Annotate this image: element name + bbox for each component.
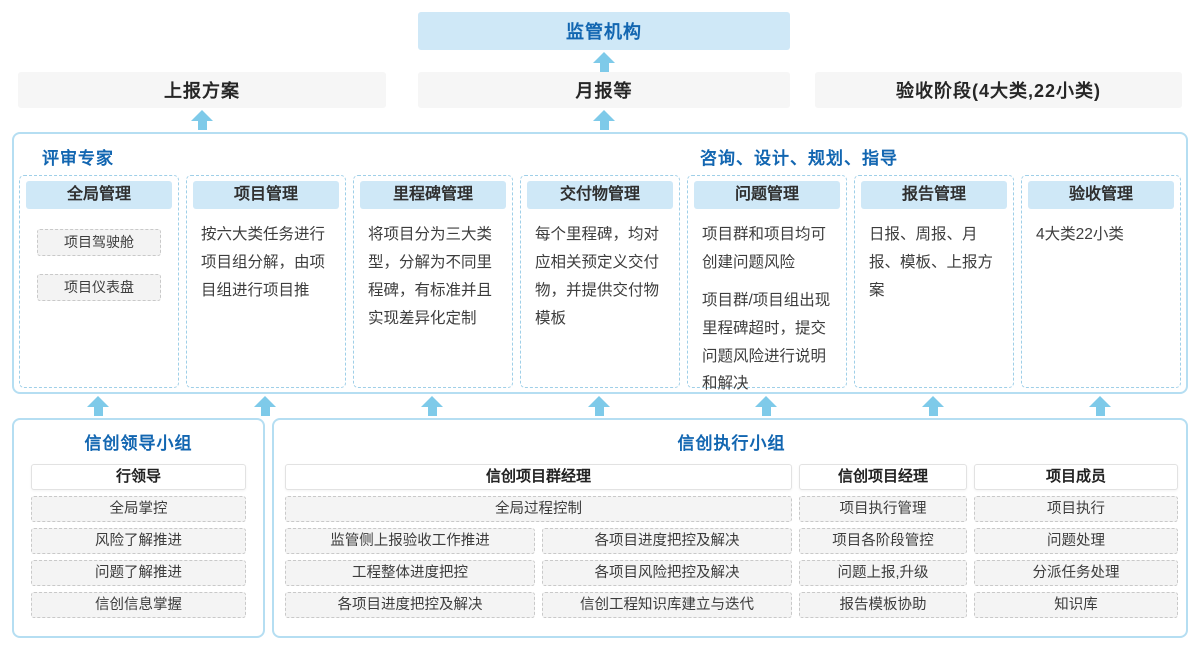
- module-description: 4大类22小类: [1036, 226, 1124, 243]
- task-item: 项目执行: [974, 496, 1178, 522]
- task-item: 项目各阶段管控: [799, 528, 967, 554]
- module-description: 项目群和项目均可创建问题风险: [702, 226, 827, 271]
- task-item: 问题处理: [974, 528, 1178, 554]
- arrow-shaft: [599, 121, 609, 130]
- acceptance-phase-box: 验收阶段(4大类,22小类): [815, 72, 1182, 108]
- leader-task-item: 问题了解推进: [31, 560, 246, 586]
- project-member-section: 项目成员 项目执行 问题处理 分派任务处理 知识库: [974, 464, 1178, 618]
- project-manager-section: 信创项目经理 项目执行管理 项目各阶段管控 问题上报,升级 报告模板协助: [799, 464, 967, 618]
- module-column-milestone: 里程碑管理 将项目分为三大类型，分解为不同里程碑，有标准并且实现差异化定制: [353, 175, 513, 388]
- program-manager-section: 信创项目群经理 全局过程控制 监管侧上报验收工作推进 工程整体进度把控 各项目进…: [285, 464, 792, 618]
- task-item: 各项目进度把控及解决: [542, 528, 792, 554]
- review-experts-title: 评审专家: [42, 149, 114, 168]
- up-arrow: [421, 396, 443, 416]
- task-item: 问题上报,升级: [799, 560, 967, 586]
- module-description: 项目群/项目组出现里程碑超时，提交问题风险进行说明和解决: [702, 291, 831, 393]
- arrow-shaft: [93, 407, 103, 416]
- arrow-head: [593, 110, 615, 121]
- arrow-head: [87, 396, 109, 407]
- module-column-report: 报告管理 日报、周报、月报、模板、上报方案: [854, 175, 1014, 388]
- up-arrow: [87, 396, 109, 416]
- module-column-issue: 问题管理 项目群和项目均可创建问题风险 项目群/项目组出现里程碑超时，提交问题风…: [687, 175, 847, 392]
- task-item: 各项目风险把控及解决: [542, 560, 792, 586]
- up-arrow: [254, 396, 276, 416]
- report-plan-box: 上报方案: [18, 72, 386, 108]
- module-column-deliverable: 交付物管理 每个里程碑，均对应相关预定义交付物，并提供交付物模板: [520, 175, 680, 388]
- module-column-acceptance: 验收管理 4大类22小类: [1021, 175, 1181, 388]
- arrow-head: [588, 396, 610, 407]
- up-arrow: [593, 52, 615, 72]
- task-item: 知识库: [974, 592, 1178, 618]
- project-cockpit-chip: 项目驾驶舱: [37, 229, 161, 256]
- arrow-head: [421, 396, 443, 407]
- module-header: 项目管理: [193, 181, 339, 209]
- monthly-report-box: 月报等: [418, 72, 790, 108]
- execution-panel: 信创执行小组 信创项目群经理 全局过程控制 监管侧上报验收工作推进 工程整体进度…: [272, 418, 1188, 638]
- arrow-shaft: [427, 407, 437, 416]
- modules-row: 全局管理 项目驾驶舱 项目仪表盘 项目管理 按六大类任务进行项目组分解，由项目组…: [19, 175, 1181, 392]
- arrow-head: [755, 396, 777, 407]
- module-column-global: 全局管理 项目驾驶舱 项目仪表盘: [19, 175, 179, 388]
- management-modules-panel: 评审专家 咨询、设计、规划、指导 全局管理 项目驾驶舱 项目仪表盘 项目管理 按…: [12, 132, 1188, 394]
- arrow-shaft: [1095, 407, 1105, 416]
- arrow-head: [1089, 396, 1111, 407]
- module-header: 报告管理: [861, 181, 1007, 209]
- arrow-shaft: [260, 407, 270, 416]
- leader-task-item: 信创信息掌握: [31, 592, 246, 618]
- task-item: 项目执行管理: [799, 496, 967, 522]
- arrow-shaft: [594, 407, 604, 416]
- role-header-project-manager: 信创项目经理: [799, 464, 967, 490]
- task-item: 报告模板协助: [799, 592, 967, 618]
- role-header-bank-leader: 行领导: [31, 464, 246, 490]
- module-column-project: 项目管理 按六大类任务进行项目组分解，由项目组进行项目推: [186, 175, 346, 388]
- module-header: 验收管理: [1028, 181, 1174, 209]
- up-arrow: [191, 110, 213, 130]
- task-item: 分派任务处理: [974, 560, 1178, 586]
- task-item: 工程整体进度把控: [285, 560, 535, 586]
- arrow-shaft: [928, 407, 938, 416]
- role-header-project-member: 项目成员: [974, 464, 1178, 490]
- arrow-shaft: [599, 63, 609, 72]
- up-arrow: [922, 396, 944, 416]
- arrow-head: [593, 52, 615, 63]
- module-header: 问题管理: [694, 181, 840, 209]
- arrow-head: [191, 110, 213, 121]
- arrow-shaft: [761, 407, 771, 416]
- execution-columns: 信创项目群经理 全局过程控制 监管侧上报验收工作推进 工程整体进度把控 各项目进…: [285, 464, 1178, 618]
- leader-task-item: 全局掌控: [31, 496, 246, 522]
- task-item: 全局过程控制: [285, 496, 792, 522]
- module-header: 交付物管理: [527, 181, 673, 209]
- arrow-shaft: [197, 121, 207, 130]
- project-dashboard-chip: 项目仪表盘: [37, 274, 161, 301]
- arrow-head: [922, 396, 944, 407]
- module-description: 按六大类任务进行项目组分解，由项目组进行项目推: [201, 226, 326, 299]
- up-arrow: [593, 110, 615, 130]
- module-header: 里程碑管理: [360, 181, 506, 209]
- up-arrow: [1089, 396, 1111, 416]
- arrow-head: [254, 396, 276, 407]
- task-item: 各项目进度把控及解决: [285, 592, 535, 618]
- consulting-title: 咨询、设计、规划、指导: [700, 149, 898, 168]
- task-item: 信创工程知识库建立与迭代: [542, 592, 792, 618]
- leader-task-item: 风险了解推进: [31, 528, 246, 554]
- up-arrow: [755, 396, 777, 416]
- module-description: 每个里程碑，均对应相关预定义交付物，并提供交付物模板: [535, 226, 660, 327]
- task-item: 监管侧上报验收工作推进: [285, 528, 535, 554]
- module-description: 将项目分为三大类型，分解为不同里程碑，有标准并且实现差异化定制: [368, 226, 493, 327]
- leadership-panel: 信创领导小组 行领导 全局掌控 风险了解推进 问题了解推进 信创信息掌握: [12, 418, 265, 638]
- leadership-title: 信创领导小组: [84, 434, 193, 453]
- module-description: 日报、周报、月报、模板、上报方案: [869, 226, 994, 299]
- role-header-program-manager: 信创项目群经理: [285, 464, 792, 490]
- execution-title: 信创执行小组: [677, 434, 786, 453]
- module-header: 全局管理: [26, 181, 172, 209]
- regulator-box: 监管机构: [418, 12, 790, 50]
- up-arrow: [588, 396, 610, 416]
- program-manager-task-grid: 监管侧上报验收工作推进 工程整体进度把控 各项目进度把控及解决 各项目进度把控及…: [285, 528, 792, 618]
